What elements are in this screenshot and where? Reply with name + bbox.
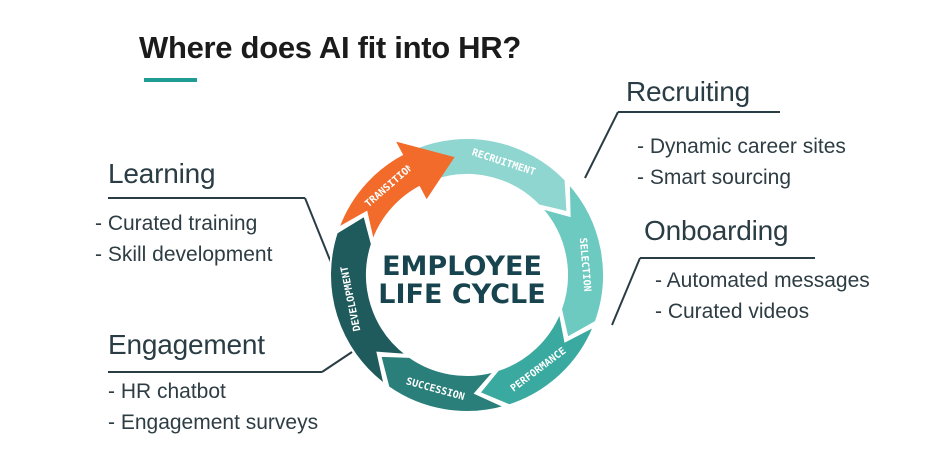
recruiting-heading: Recruiting [626,76,751,107]
wheel-label-selection: SELECTION [577,237,593,292]
transition-arrowhead [396,141,455,200]
learning-pointer-line [304,197,333,266]
learning-bullet-1: - Curated training [95,212,258,235]
center-title-line2: LIFE CYCLE [378,279,545,310]
wheel-segment-development [329,214,411,387]
onboarding-heading: Onboarding [644,215,789,246]
onboarding-bullet-2: - Curated videos [655,300,810,323]
recruiting-bullet-1: - Dynamic career sites [637,135,846,158]
wheel-segments: RECRUITMENTSELECTIONPERFORMANCESUCCESSIO… [329,137,605,413]
wheel-segment-performance [477,308,596,407]
onboarding-bullet-1: - Automated messages [655,269,870,292]
learning-heading: Learning [108,158,216,189]
onboarding-pointer-line [611,257,641,326]
engagement-pointer-line [321,351,353,373]
center-title-line1: EMPLOYEE [382,251,542,282]
wheel-segment-recruitment [412,137,569,214]
wheel-segment-selection [538,180,605,340]
recruiting-bullet-2: - Smart sourcing [637,166,792,189]
engagement-heading: Engagement [108,329,265,360]
page-title: Where does AI fit into HR? [139,30,521,65]
learning-bullet-2: - Skill development [95,243,273,266]
wheel-segment-succession [379,354,508,413]
engagement-bullet-2: - Engagement surveys [108,411,319,434]
title-underline [144,78,197,82]
recruiting-pointer-line [584,111,619,179]
engagement-bullet-1: - HR chatbot [108,380,226,403]
